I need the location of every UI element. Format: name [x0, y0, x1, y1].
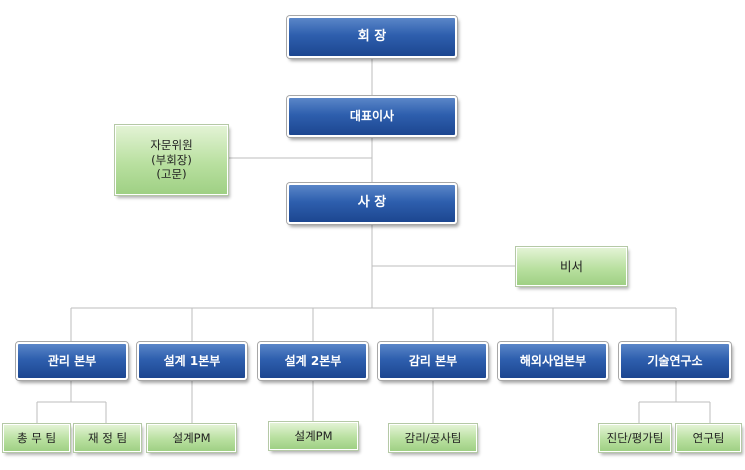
team-finance: 재 정 팀: [74, 424, 141, 452]
president-box: 사 장: [287, 183, 457, 224]
team-design-pm-1: 설계PM: [147, 424, 236, 452]
division-design-1: 설계 1본부: [137, 342, 247, 380]
chairman-box: 회 장: [287, 16, 457, 58]
advisor-box: 자문위원 (부회장) (고문): [115, 125, 228, 195]
secretary-box: 비서: [516, 247, 627, 286]
team-general-affairs: 총 무 팀: [3, 424, 70, 452]
team-diagnosis-evaluation: 진단/평가팀: [599, 424, 671, 452]
team-research: 연구팀: [676, 424, 741, 452]
division-supervision: 감리 본부: [378, 342, 488, 380]
division-tech-lab: 기술연구소: [619, 342, 731, 380]
team-design-pm-2: 설계PM: [269, 422, 358, 450]
team-supervision-construction: 감리/공사팀: [389, 424, 477, 452]
ceo-box: 대표이사: [287, 96, 457, 137]
division-management: 관리 본부: [16, 342, 128, 380]
division-overseas: 해외사업본부: [498, 342, 608, 380]
division-design-2: 설계 2본부: [258, 342, 368, 380]
